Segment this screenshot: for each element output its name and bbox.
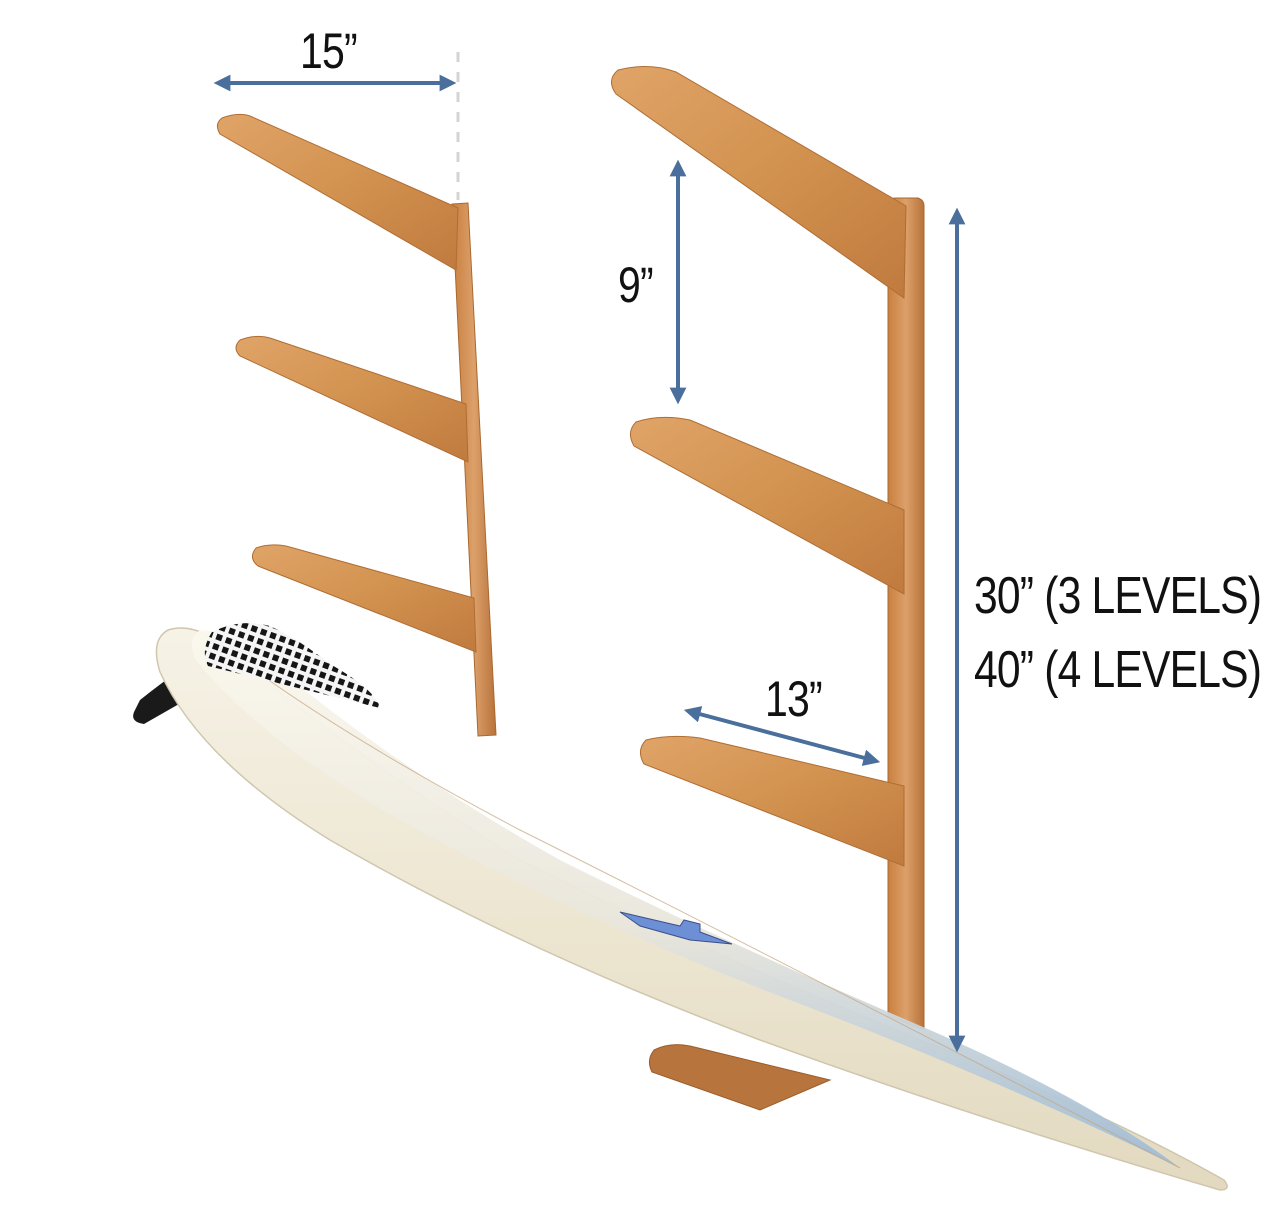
right-rack-arm-2	[630, 416, 905, 595]
right-rack-post	[887, 197, 925, 1031]
right-rack-arm-1	[611, 66, 907, 299]
traction-pad	[204, 623, 380, 708]
surfboard-deck	[191, 630, 1181, 1168]
left-rack	[216, 113, 497, 737]
arm-usable-length-arrow	[683, 706, 881, 766]
left-rack-arm-3	[252, 544, 477, 653]
right-rack	[611, 66, 925, 1111]
left-rack-arm-1	[216, 113, 459, 271]
surfboard	[133, 623, 1228, 1191]
right-rack-arm-4-bottom	[648, 1044, 832, 1111]
surfboard-stringer	[213, 639, 1181, 1169]
right-rack-arm-3	[640, 735, 905, 867]
arm-length-label: 15”	[300, 23, 358, 79]
left-rack-arm-2	[235, 335, 469, 463]
surfboard-logo-decal	[619, 911, 733, 945]
rack-height-4-levels-label: 40” (4 LEVELS)	[974, 641, 1262, 699]
rack-height-3-levels-label: 30” (3 LEVELS)	[974, 567, 1262, 625]
left-rack-post	[451, 202, 497, 737]
arm-usable-length-label: 13”	[765, 671, 823, 727]
arm-spacing-label: 9”	[618, 257, 654, 313]
